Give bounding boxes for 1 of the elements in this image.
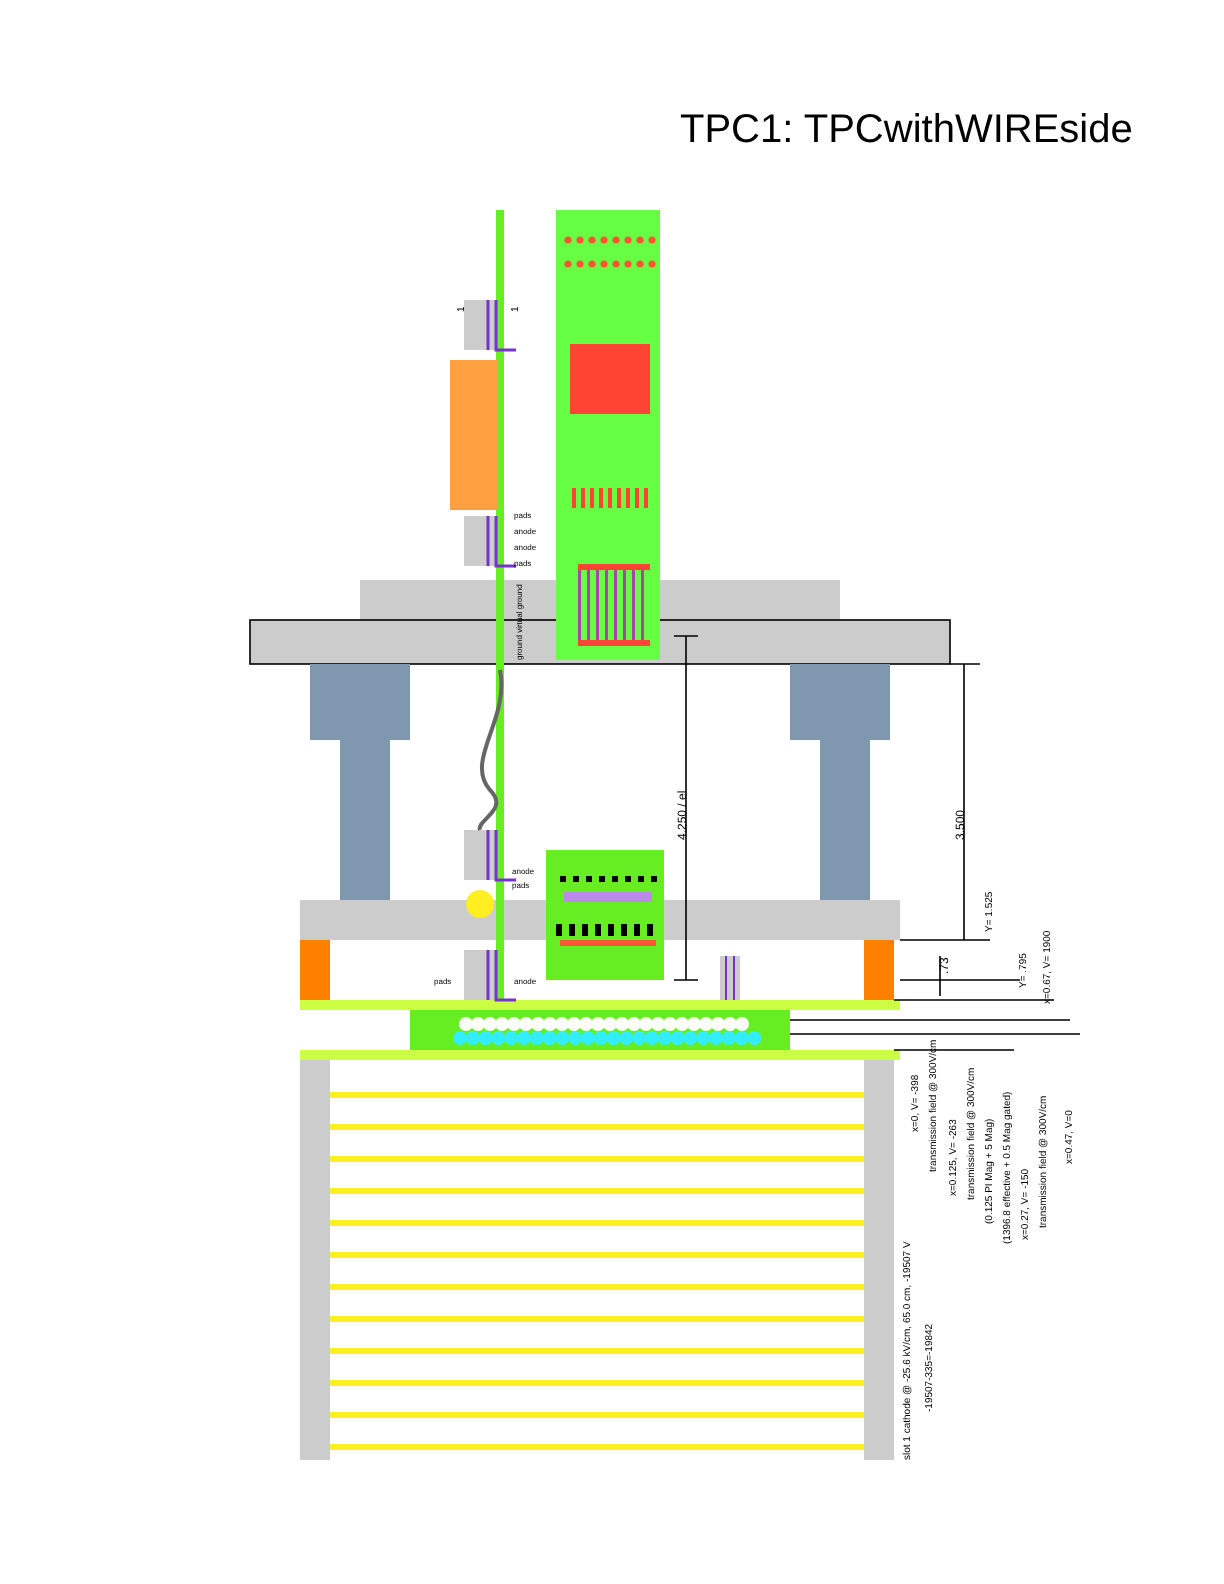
diagram-title: TPC1: TPCwithWIREside bbox=[680, 110, 1133, 150]
